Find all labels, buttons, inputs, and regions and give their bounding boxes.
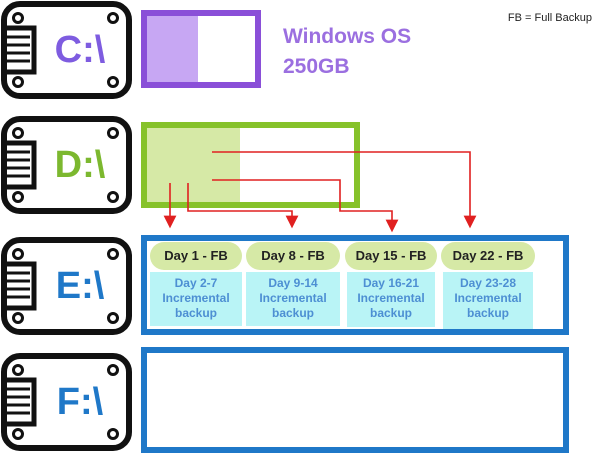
incremental-label: backup [271, 306, 314, 320]
d-drive-used-fill [147, 128, 241, 202]
arrow-to-day22 [212, 151, 477, 229]
full-backup-day8: Day 8 - FB [246, 242, 340, 270]
f-drive-area [141, 347, 569, 453]
incremental-label: backup [369, 306, 412, 320]
full-backup-day15: Day 15 - FB [345, 242, 437, 270]
c-drive-os-label: Windows OS [283, 25, 412, 48]
c-drive-size-label: 250GB [283, 55, 350, 78]
incremental-label: Incremental [259, 291, 327, 305]
incremental-days: Day 9-14 [268, 276, 318, 290]
incremental-label: Incremental [357, 291, 425, 305]
drive-e-label: E:\ [55, 265, 105, 307]
incremental-label: backup [174, 306, 217, 320]
c-drive-used-fill [147, 16, 198, 82]
full-backup-day1: Day 1 - FB [150, 242, 242, 270]
incremental-label: Incremental [454, 291, 522, 305]
arrow-to-day8 [187, 183, 299, 229]
c-drive-usage-bar [141, 10, 261, 88]
incremental-days: Day 16-21 [362, 276, 420, 290]
incremental-label: backup [466, 306, 509, 320]
drive-c-label: C:\ [54, 29, 106, 71]
d-drive-usage-bar [141, 122, 360, 208]
c-drive-title: Windows OS 250GB [283, 22, 411, 82]
incremental-block-2: Day 9-14 Incremental backup [246, 272, 340, 326]
legend-text: FB = Full Backup [507, 12, 592, 24]
incremental-days: Day 2-7 [174, 276, 218, 290]
incremental-label: Incremental [162, 291, 230, 305]
incremental-block-4: Day 23-28 Incremental backup [443, 272, 533, 329]
incremental-days: Day 23-28 [459, 276, 517, 290]
full-backup-day22: Day 22 - FB [441, 242, 535, 270]
incremental-block-3: Day 16-21 Incremental backup [347, 272, 435, 327]
drive-d-label: D:\ [54, 144, 106, 186]
incremental-block-1: Day 2-7 Incremental backup [150, 272, 242, 326]
arrow-to-day15 [212, 179, 399, 233]
drive-f-label: F:\ [56, 381, 104, 423]
